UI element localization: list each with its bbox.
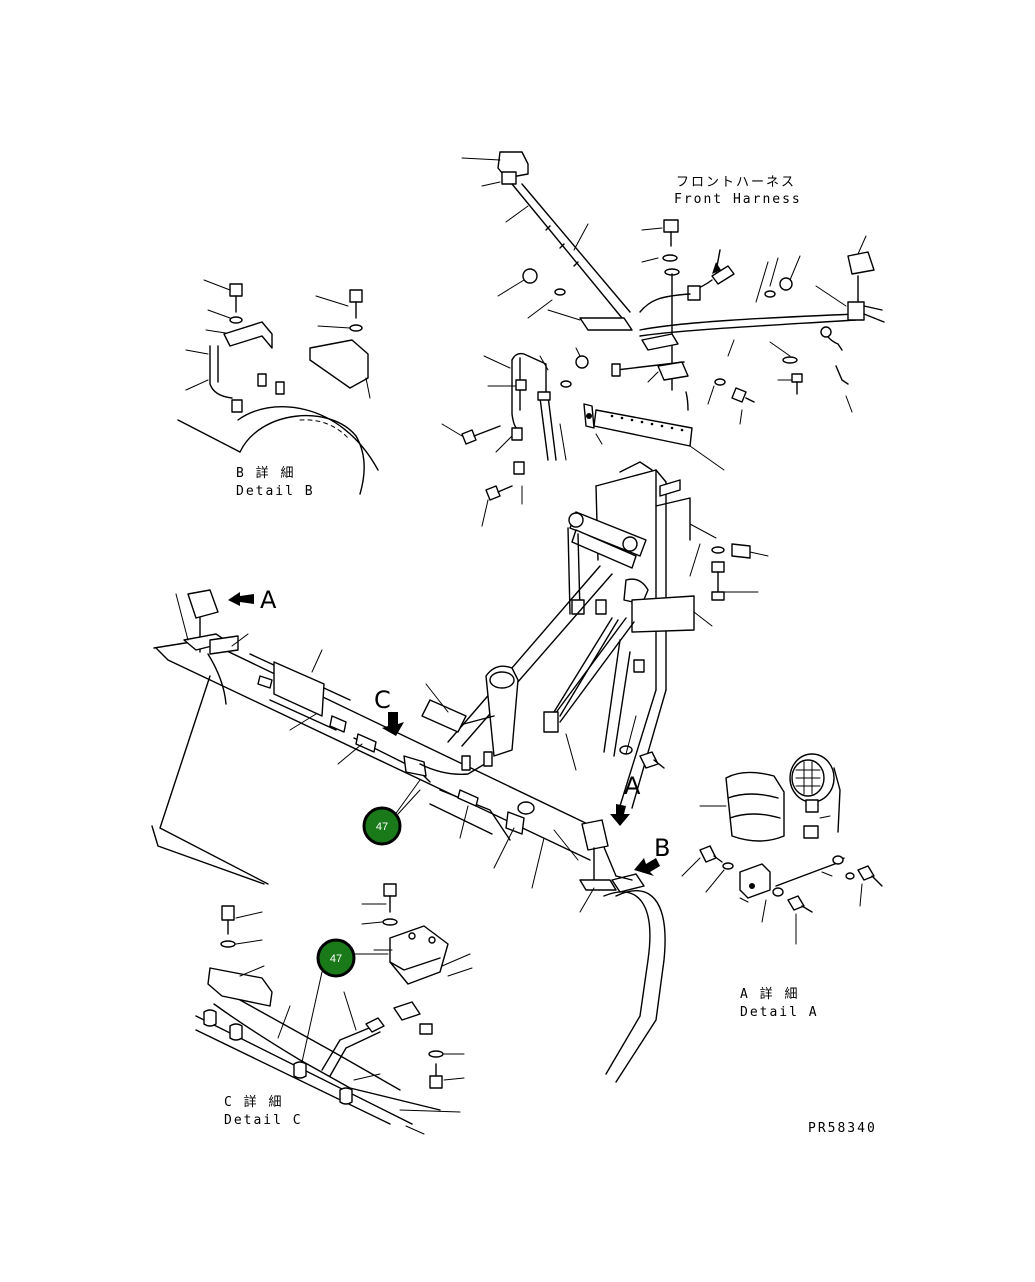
detail-b-en-label: Detail B (236, 484, 315, 499)
detail-b-jp-label: B 詳 細 (236, 465, 295, 481)
detail-c-en-label: Detail C (224, 1113, 303, 1128)
drawing-number: PR58340 (808, 1121, 877, 1136)
view-arrow-a-mid (610, 804, 630, 826)
view-label-a-top: A (260, 586, 277, 614)
main-frame (421, 461, 769, 809)
blade (151, 589, 666, 1083)
view-arrow-b (634, 858, 660, 876)
detail-a-illustration (681, 753, 883, 945)
detail-a-en-label: Detail A (740, 1005, 819, 1020)
tube-bundle (441, 347, 603, 527)
view-label-b: B (654, 834, 670, 862)
view-arrow-c (382, 712, 404, 736)
callout-47-detail-c-circle[interactable] (316, 938, 356, 978)
view-arrow-a-top (228, 592, 254, 606)
detail-b-illustration (177, 279, 379, 495)
front-harness-jp-label: フロントハーネス (676, 175, 796, 190)
detail-c-jp-label: C 詳 細 (224, 1094, 283, 1110)
callout-47-main[interactable]: 47 (362, 779, 421, 846)
callout-47-detail-c[interactable]: 47 (301, 938, 389, 1063)
detail-a-jp-label: A 詳 細 (740, 986, 799, 1002)
harness-plate (593, 409, 725, 471)
callout-47-main-circle[interactable] (362, 806, 402, 846)
callout-47-detail-c-number: 47 (330, 953, 342, 965)
callout-47-main-number: 47 (376, 821, 388, 833)
view-label-a-mid: A (624, 772, 641, 800)
upper-harness-assembly (461, 151, 885, 425)
front-harness-en-label: Front Harness (674, 192, 802, 207)
detail-c-illustration (195, 883, 473, 1135)
view-label-c: C (374, 686, 391, 714)
